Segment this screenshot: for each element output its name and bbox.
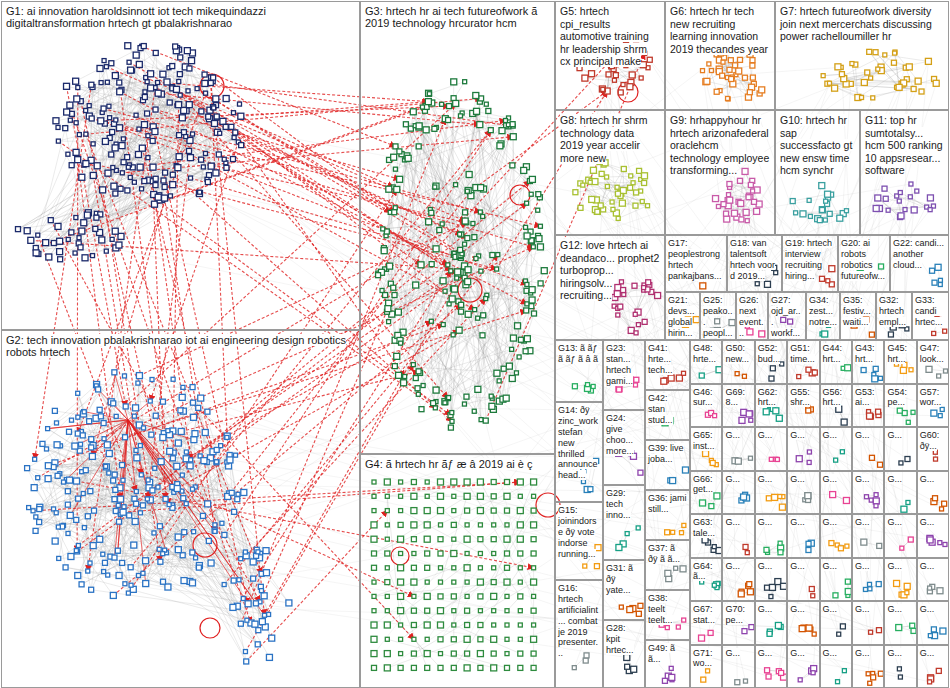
graph-canvas: G1: ai innovation haroldsinnott iot tech… xyxy=(0,0,950,688)
